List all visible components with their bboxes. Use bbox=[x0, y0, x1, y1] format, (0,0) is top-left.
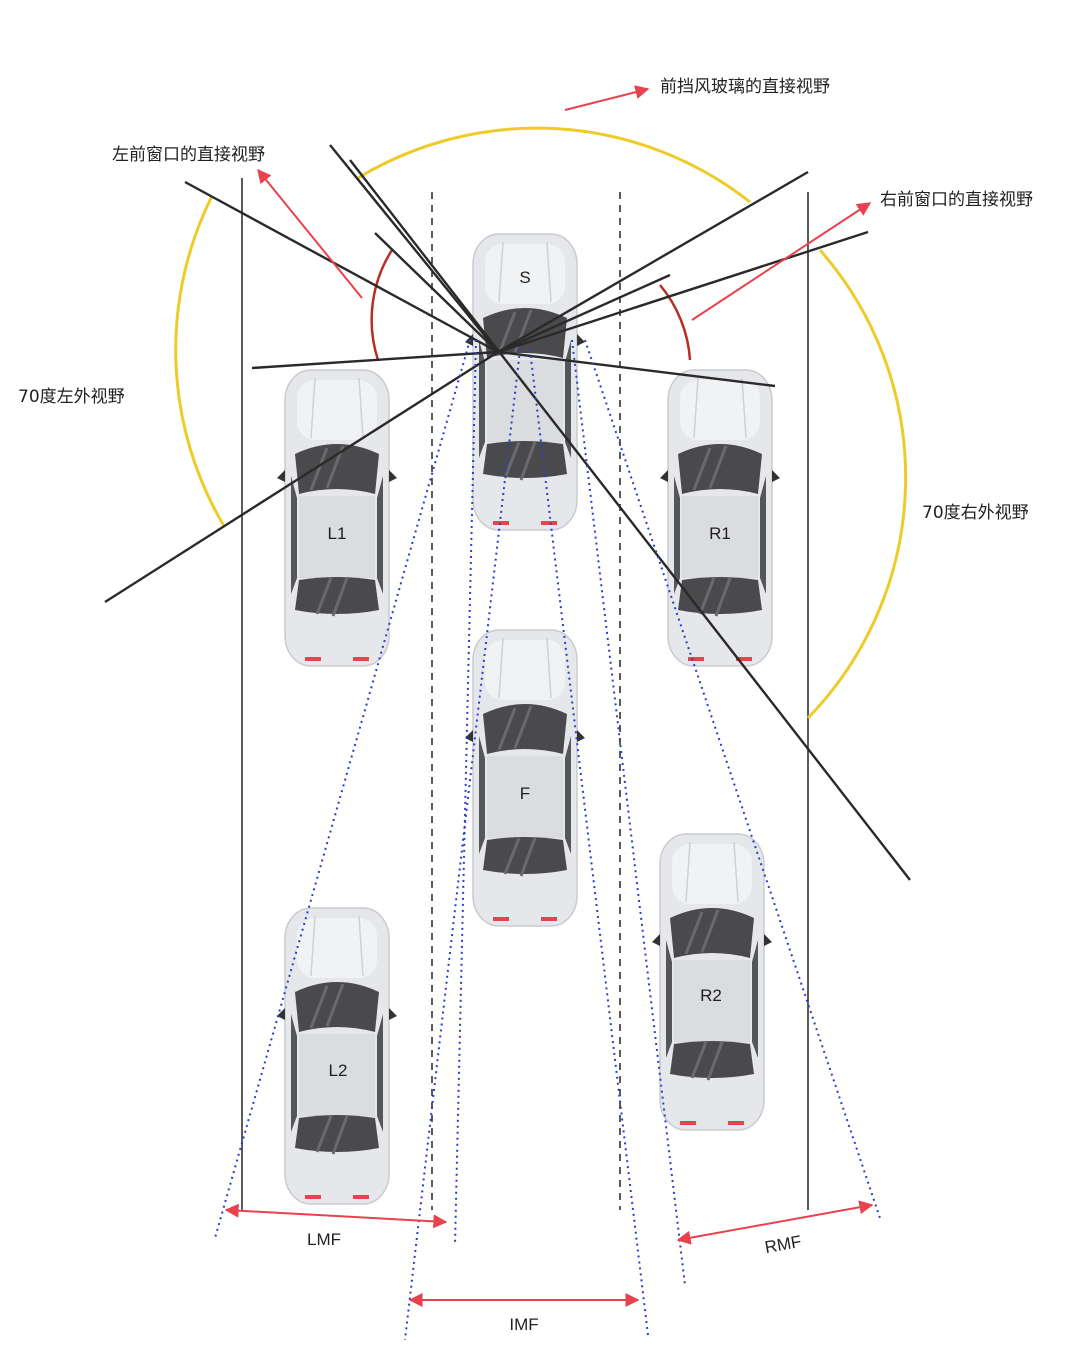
lmf-label: LMF bbox=[307, 1230, 341, 1249]
car-r2 bbox=[650, 832, 774, 1132]
sight-lines bbox=[104, 144, 911, 881]
left-outer-view-label: 70度左外视野 bbox=[18, 387, 125, 407]
car-l1-label: L1 bbox=[328, 524, 347, 543]
car-s-label: S bbox=[519, 268, 530, 287]
windshield-view-label: 前挡风玻璃的直接视野 bbox=[660, 77, 830, 97]
rmf-label: RMF bbox=[763, 1232, 803, 1257]
outer-view-arc bbox=[174, 126, 908, 720]
callout-arrows bbox=[224, 85, 874, 1307]
left-window-view-label: 左前窗口的直接视野 bbox=[112, 145, 265, 165]
car-r1-label: R1 bbox=[709, 524, 731, 543]
car-l2-label: L2 bbox=[329, 1061, 348, 1080]
left-window-arc bbox=[370, 249, 394, 361]
car-r1 bbox=[658, 368, 782, 668]
car-f-label: F bbox=[520, 784, 530, 803]
imf-label: IMF bbox=[509, 1315, 538, 1334]
car-l2 bbox=[275, 906, 399, 1206]
car-f bbox=[463, 628, 587, 928]
right-window-arc bbox=[659, 284, 692, 361]
car-l1 bbox=[275, 368, 399, 668]
right-window-view-label: 右前窗口的直接视野 bbox=[880, 190, 1033, 210]
car-r2-label: R2 bbox=[700, 986, 722, 1005]
blind-zone-lines bbox=[214, 339, 881, 1341]
right-outer-view-label: 70度右外视野 bbox=[922, 503, 1029, 523]
